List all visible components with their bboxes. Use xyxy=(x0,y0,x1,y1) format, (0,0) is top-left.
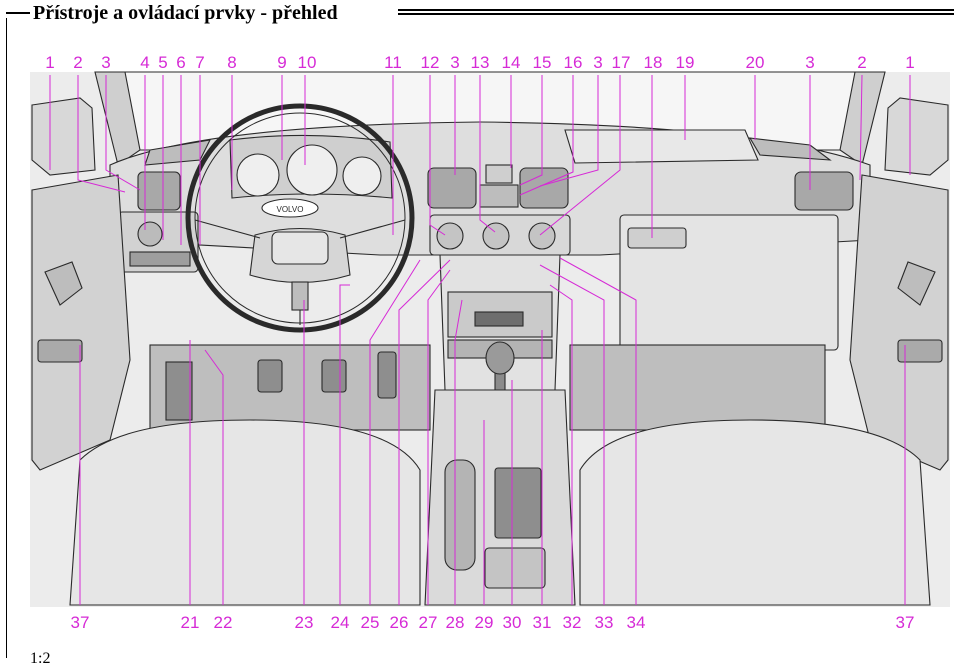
callout-top-12: 12 xyxy=(421,53,440,72)
callout-leader-lines xyxy=(49,74,911,605)
callout-bottom-28: 28 xyxy=(446,613,465,632)
steering-column xyxy=(291,281,309,311)
callout-top-1b: 1 xyxy=(905,53,914,72)
window-switch-right xyxy=(897,339,943,363)
fan-knob xyxy=(436,222,464,250)
callout-bottom-32: 32 xyxy=(563,613,582,632)
callout-bottom-23: 23 xyxy=(295,613,314,632)
callout-top-18: 18 xyxy=(644,53,663,72)
air-vent-right-outer xyxy=(794,171,854,211)
switch-strip xyxy=(129,251,191,267)
handbrake-lever xyxy=(444,459,476,571)
side-mirror-left xyxy=(31,97,96,176)
header-rule-left xyxy=(6,12,32,14)
volvo-badge xyxy=(261,198,319,218)
callout-bottom-37: 37 xyxy=(71,613,90,632)
window-switch-left xyxy=(37,339,83,363)
callout-bottom-26: 26 xyxy=(390,613,409,632)
callout-top-7: 7 xyxy=(195,53,204,72)
header-rule-right-1 xyxy=(398,9,954,11)
side-mirror-right xyxy=(884,97,949,176)
center-switches xyxy=(479,184,519,208)
glovebox-handle xyxy=(627,227,687,249)
footwell-right xyxy=(569,344,826,431)
callout-top-2: 2 xyxy=(73,53,82,72)
steering-wheel-rim xyxy=(185,103,415,333)
callout-top-15: 15 xyxy=(533,53,552,72)
footrest xyxy=(165,361,193,421)
top-callout-labels: 1 2 3 4 5 6 7 8 9 10 11 12 3 13 14 15 16… xyxy=(45,53,914,72)
callout-bottom-21: 21 xyxy=(181,613,200,632)
callout-top-20: 20 xyxy=(746,53,765,72)
callout-bottom-37b: 37 xyxy=(896,613,915,632)
air-distribution-knob xyxy=(528,222,556,250)
passenger-dash-panel xyxy=(564,129,759,164)
callout-top-19: 19 xyxy=(676,53,695,72)
gear-knob xyxy=(485,341,515,375)
temperature-knob xyxy=(482,222,510,250)
callout-top-6: 6 xyxy=(176,53,185,72)
callout-top-4: 4 xyxy=(140,53,149,72)
callout-top-9: 9 xyxy=(277,53,286,72)
accelerator-pedal xyxy=(377,351,397,399)
callout-bottom-31: 31 xyxy=(533,613,552,632)
header-rule-right-2 xyxy=(398,13,954,15)
callout-bottom-29: 29 xyxy=(475,613,494,632)
speedometer xyxy=(286,144,338,196)
callout-top-3b: 3 xyxy=(450,53,459,72)
hazard-switch xyxy=(485,164,513,184)
callout-bottom-30: 30 xyxy=(503,613,522,632)
fuel-temp-gauge xyxy=(342,156,382,196)
callout-top-3d: 3 xyxy=(805,53,814,72)
callout-bottom-25: 25 xyxy=(361,613,380,632)
callout-top-3: 3 xyxy=(101,53,110,72)
callout-top-13: 13 xyxy=(471,53,490,72)
callout-top-8: 8 xyxy=(227,53,236,72)
brake-pedal xyxy=(321,359,347,393)
callout-top-16: 16 xyxy=(564,53,583,72)
callout-top-10: 10 xyxy=(298,53,317,72)
airbag-pad xyxy=(271,231,329,265)
volvo-logo-text: VOLVO xyxy=(277,205,304,214)
callout-top-5: 5 xyxy=(158,53,167,72)
callout-bottom-27: 27 xyxy=(419,613,438,632)
door-handle-right xyxy=(897,261,936,306)
clutch-pedal xyxy=(257,359,283,393)
callout-top-1: 1 xyxy=(45,53,54,72)
center-vent-left xyxy=(427,167,477,209)
callout-bottom-33: 33 xyxy=(595,613,614,632)
callout-top-2b: 2 xyxy=(857,53,866,72)
light-switch xyxy=(137,221,163,247)
callout-bottom-22: 22 xyxy=(214,613,233,632)
callout-top-14: 14 xyxy=(502,53,521,72)
power-window-switches xyxy=(494,467,542,539)
bottom-callout-labels: 37 21 22 23 24 25 26 27 28 29 30 31 32 3… xyxy=(71,613,915,632)
left-frame-line xyxy=(6,18,7,658)
center-vent-right xyxy=(519,167,569,209)
page-title: Přístroje a ovládací prvky - přehled xyxy=(30,1,341,25)
cup-holder xyxy=(484,547,546,589)
tachometer xyxy=(236,153,280,197)
air-vent-left-outer xyxy=(137,171,181,211)
callout-top-11: 11 xyxy=(384,53,402,72)
callout-bottom-24: 24 xyxy=(331,613,350,632)
page-number: 1:2 xyxy=(30,650,51,667)
callout-top-17: 17 xyxy=(612,53,631,72)
seat-driver xyxy=(69,419,421,606)
seat-passenger xyxy=(579,419,931,606)
door-handle-left xyxy=(44,261,83,306)
callout-bottom-34: 34 xyxy=(627,613,646,632)
radio-display xyxy=(474,311,524,327)
callout-top-3c: 3 xyxy=(593,53,602,72)
